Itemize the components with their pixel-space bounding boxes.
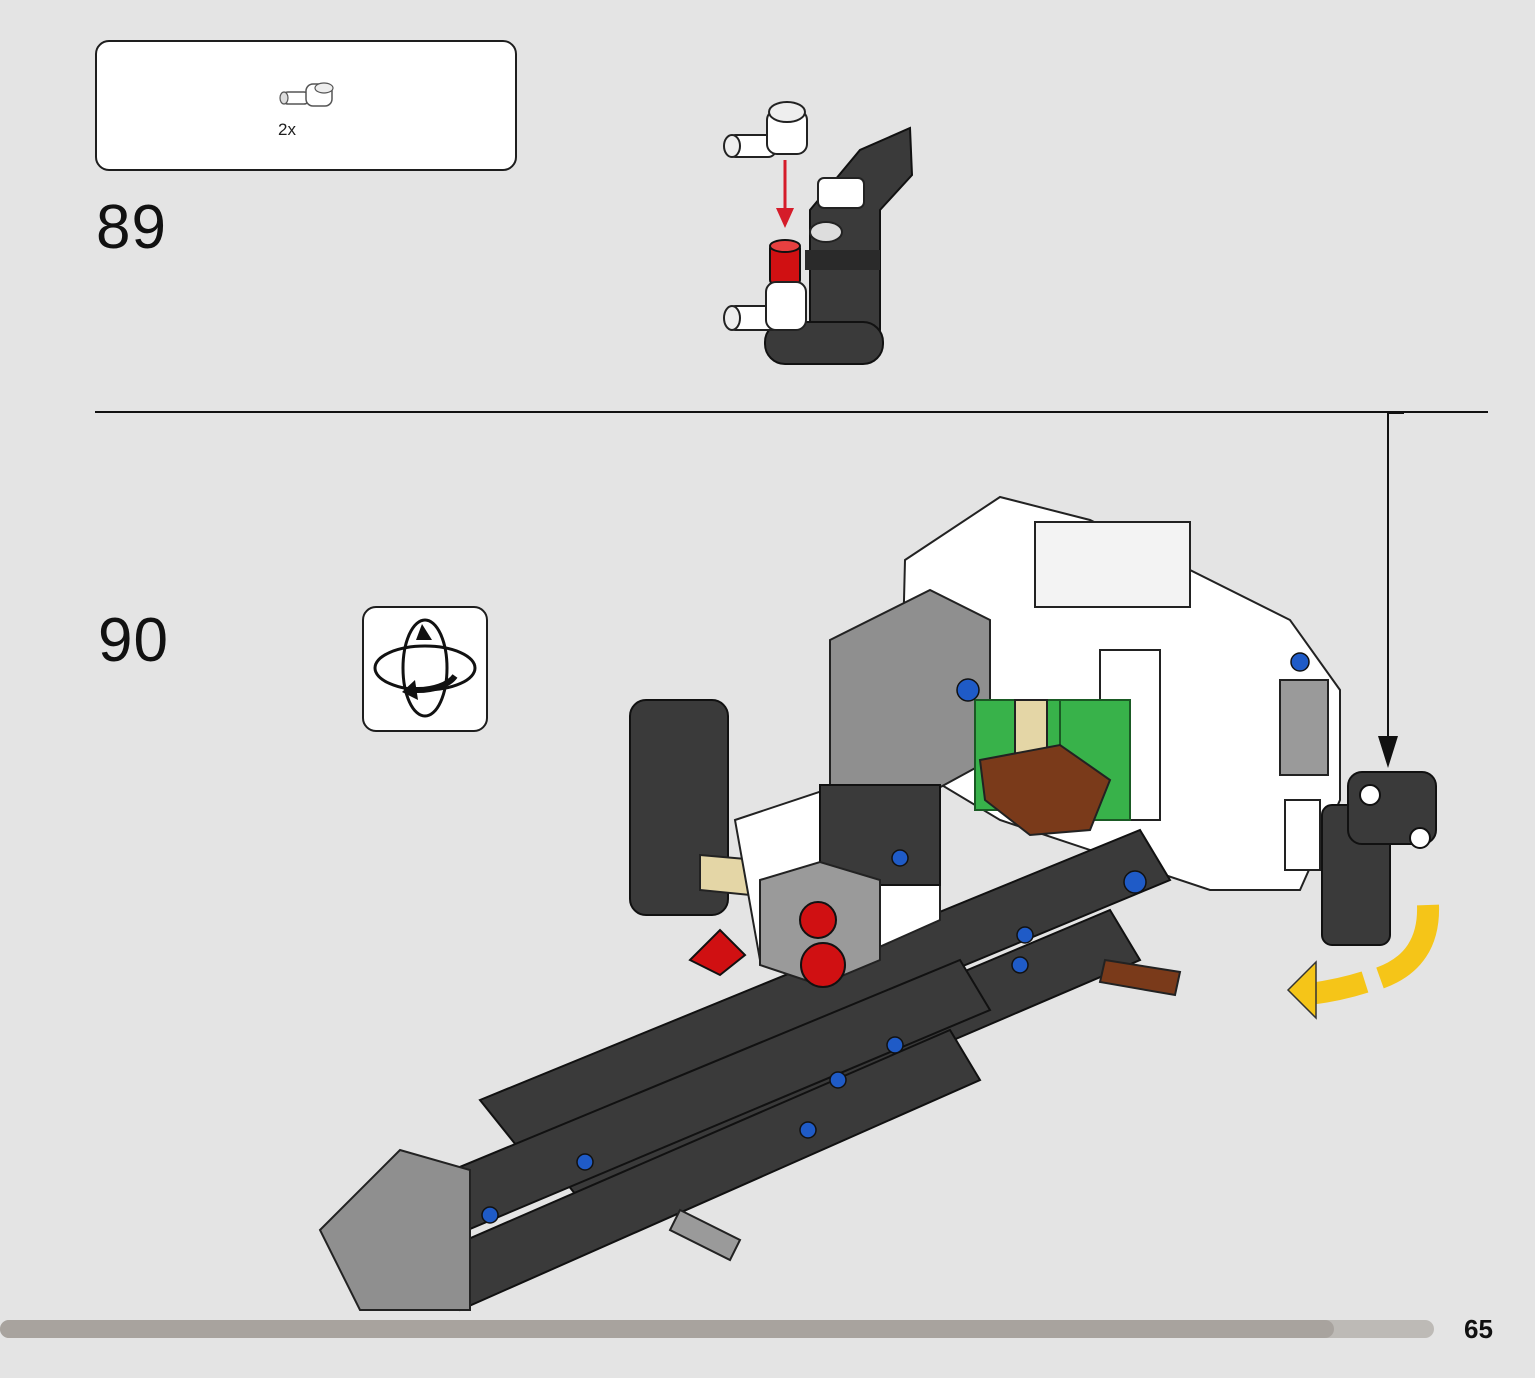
- pin-with-perpendicular-axle-connector-icon: [279, 82, 334, 107]
- connector-part-mounted: [723, 281, 807, 331]
- part-quantity: 2x: [278, 120, 296, 139]
- insertion-arrow: [776, 160, 794, 228]
- step-number: 89: [96, 193, 167, 262]
- connector-part-falling: [723, 101, 808, 158]
- placement-arrow: [1378, 412, 1404, 768]
- blue-pins: [481, 652, 1310, 1224]
- parts-callout-box: [95, 40, 517, 171]
- progress-bar-fill: [0, 1320, 1334, 1338]
- page-number: 65: [1464, 1314, 1493, 1344]
- dark-liftarm-assembly: [764, 126, 914, 365]
- step-number: 90: [98, 606, 169, 675]
- rotate-model-callout: [362, 606, 488, 732]
- chassis-beams: [318, 699, 1182, 1312]
- rotation-direction-arrow: [1286, 904, 1440, 1020]
- step-divider: [95, 411, 1488, 413]
- connector-part-attaching: [1321, 771, 1437, 946]
- rear-assembly: [829, 495, 1341, 891]
